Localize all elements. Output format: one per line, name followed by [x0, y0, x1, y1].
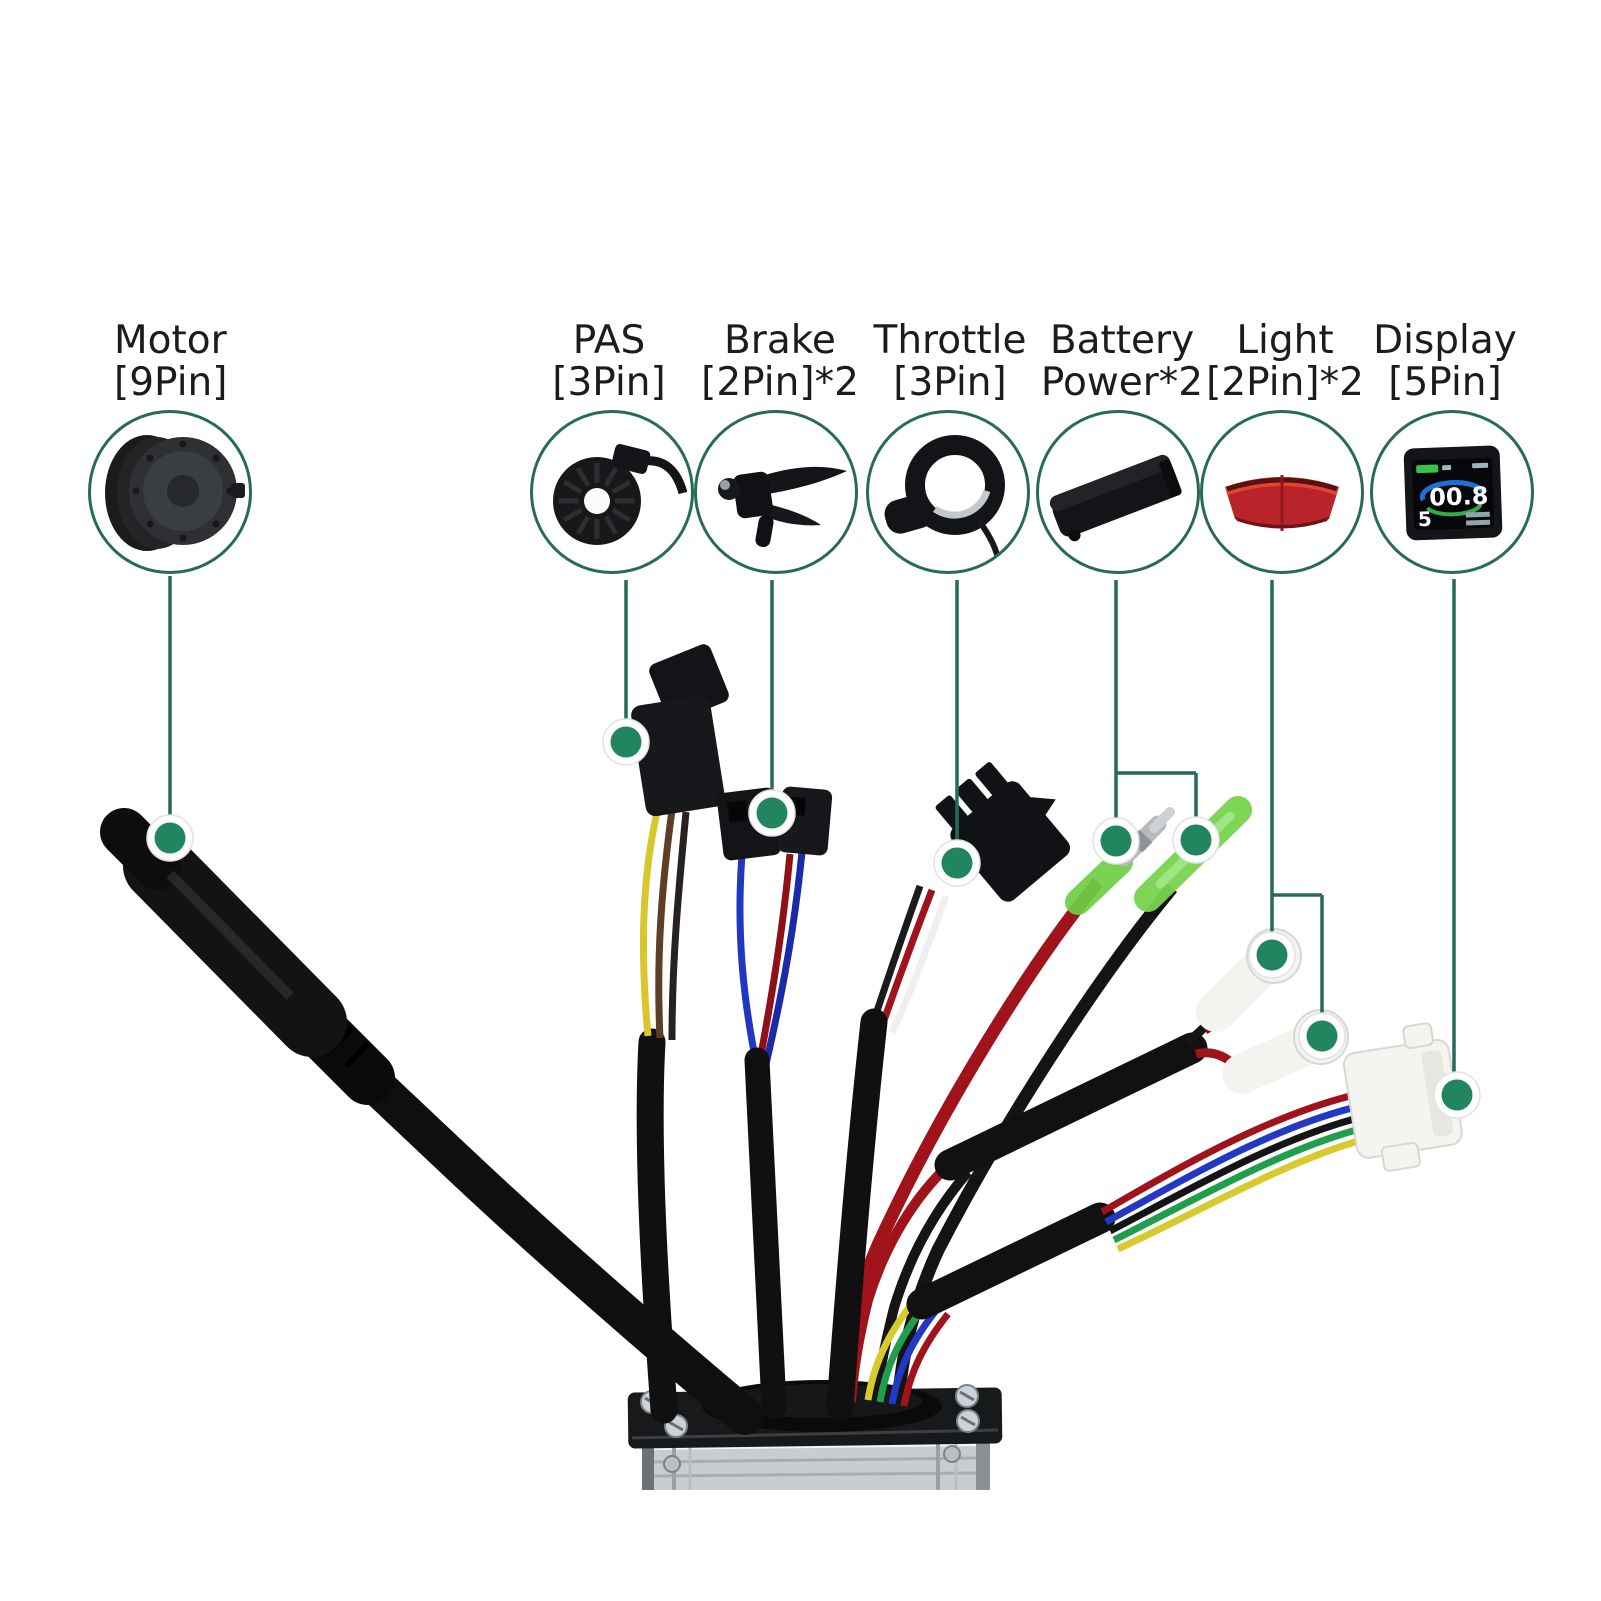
battery-gauge — [1416, 464, 1439, 474]
pas-sensor-icon — [553, 444, 687, 545]
callout-title: Display — [1373, 318, 1517, 363]
callout-circle-brake — [694, 410, 858, 574]
callout-pins: [2Pin]*2 — [701, 360, 859, 405]
callout-title: Motor — [114, 318, 227, 363]
callout-pins: [3Pin] — [552, 360, 666, 405]
dot-brake — [748, 789, 796, 837]
thumb-throttle-icon — [884, 435, 1005, 564]
callout-circle-light — [1200, 410, 1364, 574]
dot-motor — [146, 814, 194, 862]
dot-throttle — [933, 839, 981, 887]
callout-pins: [3Pin] — [893, 360, 1007, 405]
callout-circle-motor — [88, 410, 252, 574]
throttle-connector — [935, 762, 1071, 902]
callout-circle-pas — [530, 410, 694, 574]
callout-lines — [168, 576, 1456, 1095]
callout-title: Battery — [1049, 318, 1195, 363]
callout-title: Brake — [724, 318, 836, 363]
lcd-display-icon: 00.8 5 — [1403, 445, 1503, 541]
callout-circle-battery — [1036, 410, 1200, 574]
dot-battery-2 — [1172, 816, 1220, 864]
callout-label-light: Light [2Pin]*2 — [1165, 320, 1405, 404]
callout-pins: [9Pin] — [114, 360, 228, 405]
dot-pas — [602, 718, 650, 766]
light-wires — [846, 928, 1349, 1405]
callout-label-battery: Battery Power*2 — [1002, 320, 1242, 404]
connection-dots — [146, 718, 1481, 1119]
dot-battery-1 — [1092, 817, 1140, 865]
callout-label-motor: Motor [9Pin] — [114, 320, 227, 404]
callout-label-pas: PAS [3Pin] — [489, 320, 729, 404]
callout-pins: Power*2 — [1040, 360, 1204, 405]
callout-pins: [2Pin]*2 — [1206, 360, 1364, 405]
callout-label-throttle: Throttle [3Pin] — [830, 320, 1070, 404]
hub-motor-icon — [105, 435, 245, 551]
case-screws — [640, 1384, 980, 1473]
callout-title: PAS — [572, 318, 646, 363]
callout-title: Throttle — [873, 318, 1027, 363]
rear-light-icon — [1225, 475, 1339, 531]
callout-title: Light — [1236, 318, 1334, 363]
callout-circle-throttle — [866, 410, 1030, 574]
brake-wires — [716, 786, 833, 1419]
pas-wires — [631, 644, 729, 1424]
display-speed-value: 00.8 — [1429, 482, 1489, 512]
brake-lever-icon — [718, 466, 847, 548]
pas-connector — [631, 644, 729, 817]
dot-light-1 — [1248, 931, 1296, 979]
callout-label-display: Display [5Pin] — [1325, 320, 1565, 404]
callout-line-battery — [1114, 580, 1198, 841]
controller-box — [627, 1380, 1003, 1490]
battery-crimp-terminal — [1065, 849, 1133, 915]
dot-display — [1433, 1071, 1481, 1119]
motor-cable — [100, 808, 764, 1435]
callout-label-brake: Brake [2Pin]*2 — [660, 320, 900, 404]
callout-circle-display: 00.8 5 — [1370, 410, 1534, 574]
dot-light-2 — [1298, 1012, 1346, 1060]
display-assist-level: 5 — [1418, 507, 1433, 531]
battery-pack-icon — [1049, 454, 1182, 542]
callout-pins: [5Pin] — [1388, 360, 1502, 405]
